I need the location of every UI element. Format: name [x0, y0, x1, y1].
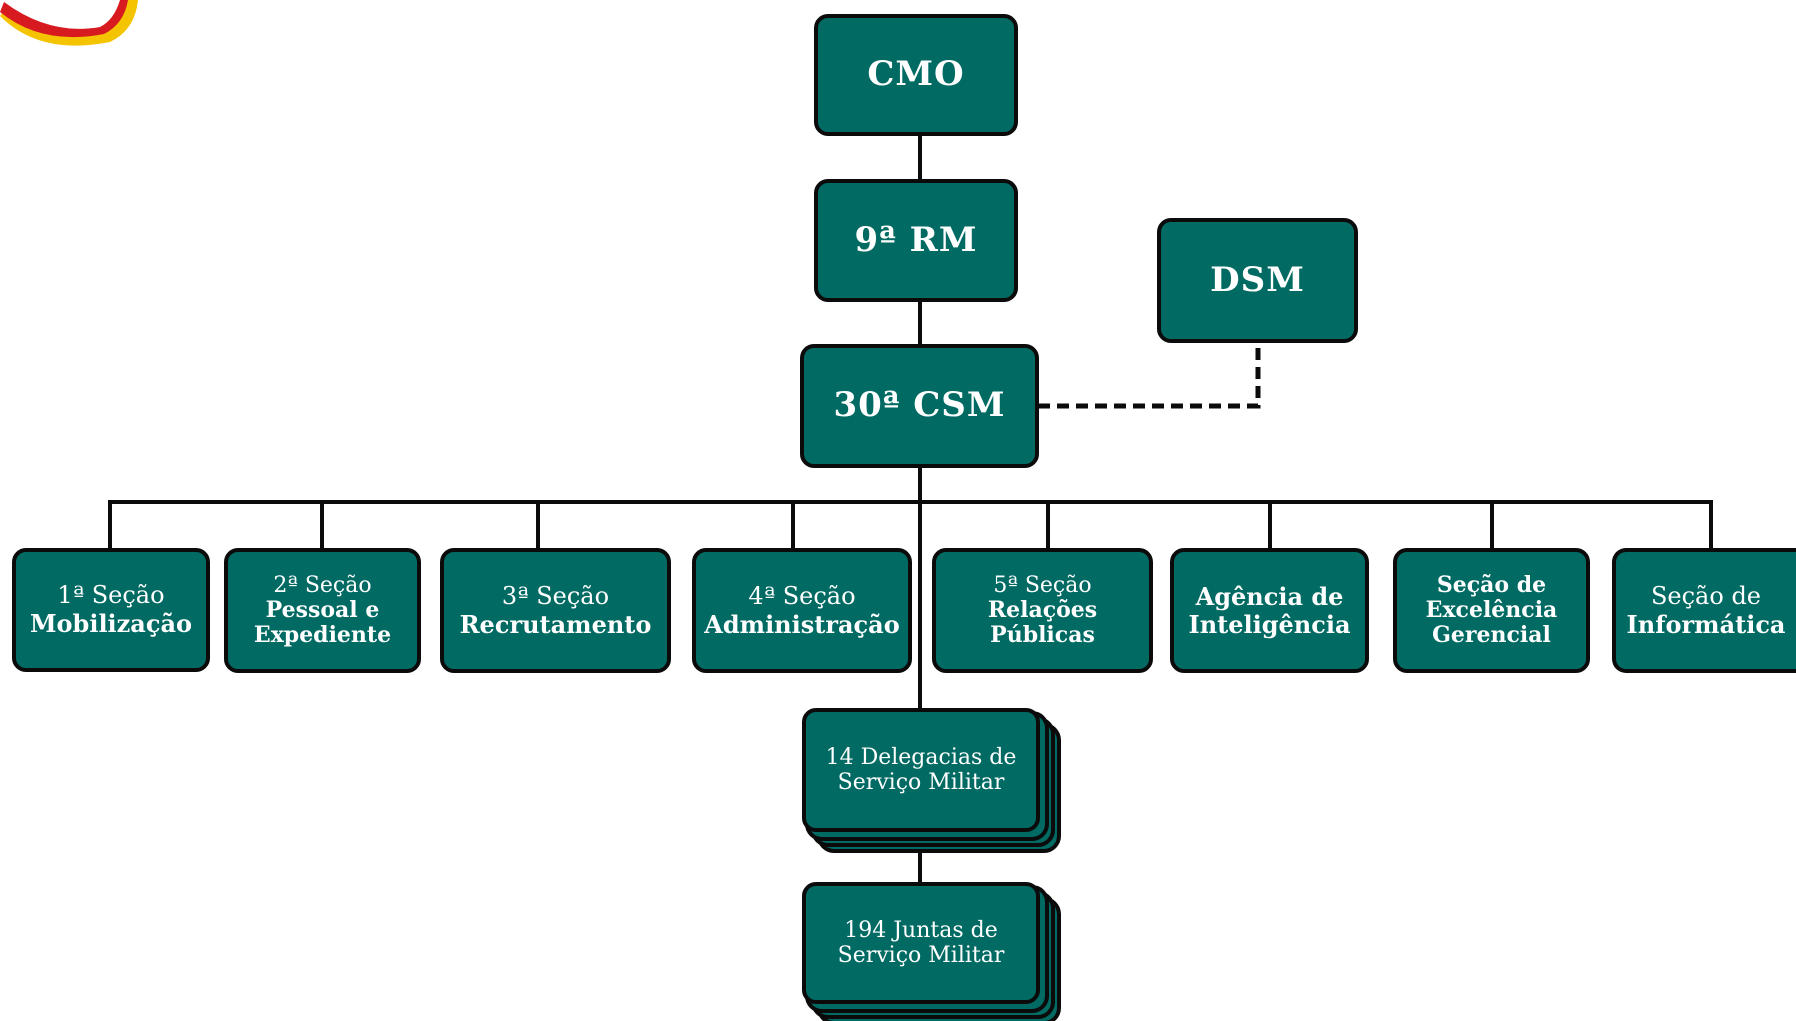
node-dsm-label: DSM: [1210, 259, 1305, 300]
node-4a-secao-line2: Administração: [704, 609, 900, 639]
node-3a-secao-line1: 3ª Seção: [501, 581, 610, 610]
node-5a-secao-line1: 5ª Seção: [993, 572, 1092, 598]
node-1a-secao: 1ª Seção Mobilização: [12, 548, 210, 672]
node-2a-secao-line3: Expediente: [253, 622, 392, 649]
node-delegacias-line2: Serviço Militar: [837, 770, 1005, 795]
node-secao-excelencia-line1: Seção de: [1436, 571, 1547, 598]
node-delegacias: 14 Delegacias de Serviço Militar: [802, 708, 1040, 832]
node-agencia-inteligencia: Agência de Inteligência: [1170, 548, 1369, 673]
node-5a-secao-line3: Públicas: [990, 622, 1095, 649]
node-3a-secao: 3ª Seção Recrutamento: [440, 548, 671, 673]
node-9rm: 9ª RM: [814, 179, 1018, 302]
node-secao-excelencia-line2: Excelência: [1425, 596, 1558, 623]
node-agencia-inteligencia-line2: Inteligência: [1188, 609, 1351, 639]
node-agencia-inteligencia-line1: Agência de: [1195, 581, 1344, 611]
node-2a-secao-line1: 2ª Seção: [273, 572, 372, 598]
node-30csm: 30ª CSM: [800, 344, 1039, 468]
node-cmo: CMO: [814, 14, 1018, 136]
node-dsm: DSM: [1157, 218, 1358, 343]
node-secao-informatica: Seção de Informática: [1612, 548, 1796, 673]
connector-dsm-dashed: [1038, 342, 1261, 409]
node-5a-secao: 5ª Seção Relações Públicas: [932, 548, 1153, 673]
node-5a-secao-line2: Relações: [987, 596, 1098, 623]
node-secao-excelencia: Seção de Excelência Gerencial: [1393, 548, 1590, 673]
node-secao-excelencia-line3: Gerencial: [1432, 622, 1551, 649]
node-3a-secao-line2: Recrutamento: [459, 609, 652, 639]
emblem-icon: [0, 0, 138, 46]
node-9rm-label: 9ª RM: [854, 219, 978, 260]
node-2a-secao-line2: Pessoal e: [265, 596, 380, 623]
node-secao-informatica-line2: Informática: [1626, 609, 1786, 639]
node-juntas: 194 Juntas de Serviço Militar: [802, 882, 1040, 1004]
node-30csm-label: 30ª CSM: [833, 385, 1006, 426]
node-4a-secao-line1: 4ª Seção: [748, 581, 856, 610]
node-1a-secao-line2: Mobilização: [29, 609, 193, 638]
node-secao-informatica-line1: Seção de: [1650, 581, 1762, 610]
node-juntas-line2: Serviço Militar: [837, 943, 1005, 968]
node-delegacias-line1: 14 Delegacias de: [825, 744, 1017, 770]
node-cmo-label: CMO: [867, 54, 965, 95]
node-4a-secao: 4ª Seção Administração: [692, 548, 912, 673]
node-1a-secao-line1: 1ª Seção: [57, 581, 165, 610]
node-2a-secao: 2ª Seção Pessoal e Expediente: [224, 548, 421, 673]
node-juntas-line1: 194 Juntas de: [844, 917, 998, 943]
